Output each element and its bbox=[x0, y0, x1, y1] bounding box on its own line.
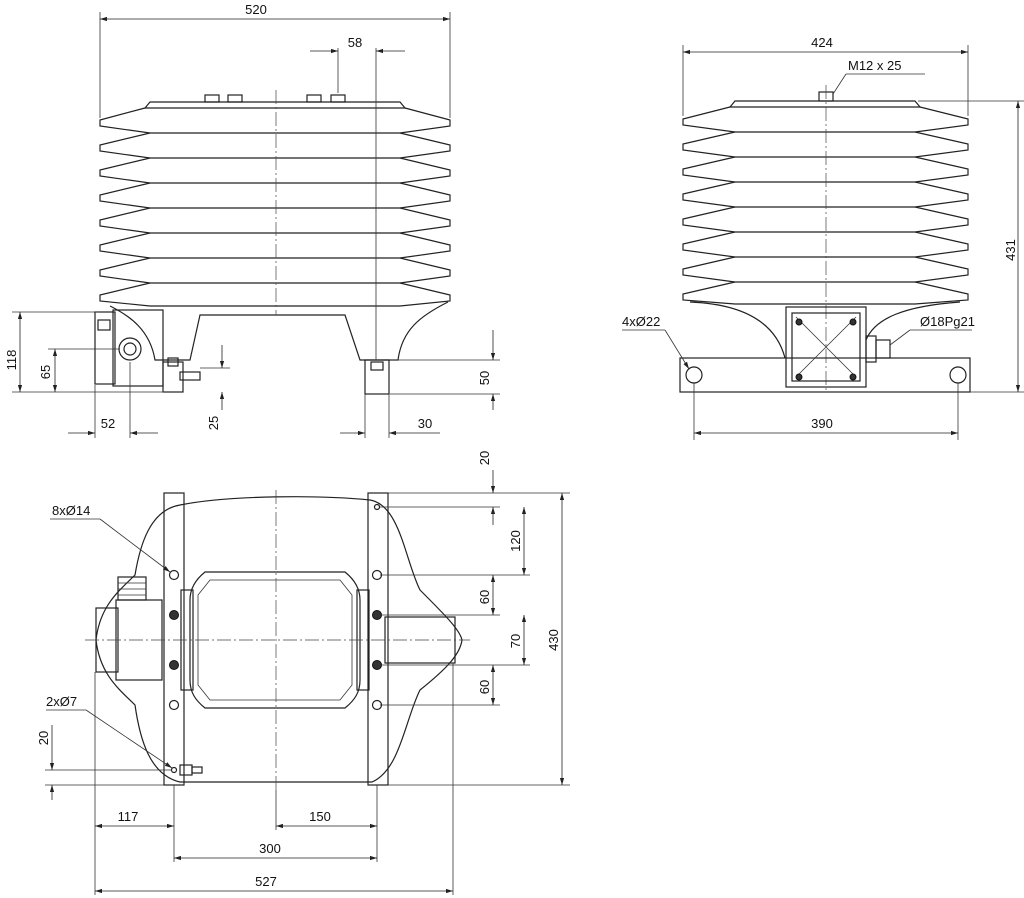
side-mounting-hole-left bbox=[685, 366, 703, 384]
side-height-431: 431 bbox=[1003, 239, 1018, 261]
side-cable-gland: Ø18Pg21 bbox=[920, 314, 975, 329]
top-depth-430: 430 bbox=[546, 629, 561, 651]
side-mounting-holes: 4xØ22 bbox=[622, 314, 660, 329]
front-height-25: 25 bbox=[206, 416, 221, 430]
front-offset-52: 52 bbox=[101, 416, 115, 431]
front-terminal-box bbox=[94, 309, 164, 387]
front-terminal-spacing-58: 58 bbox=[348, 35, 362, 50]
front-terminals bbox=[204, 94, 346, 103]
front-width-520: 520 bbox=[245, 2, 267, 17]
top-view: 8xØ14 2xØ7 20 120 60 70 60 430 bbox=[36, 451, 570, 895]
top-dim-150: 150 bbox=[309, 809, 331, 824]
top-dim-60-lower: 60 bbox=[477, 680, 492, 694]
top-bolt-holes: 8xØ14 bbox=[52, 503, 90, 518]
front-foot-width-30: 30 bbox=[418, 416, 432, 431]
top-dim-120: 120 bbox=[508, 530, 523, 552]
front-height-118: 118 bbox=[4, 350, 19, 371]
side-mounting-hole-right bbox=[949, 366, 967, 384]
side-width-424: 424 bbox=[811, 35, 833, 50]
top-offset-20: 20 bbox=[477, 451, 492, 465]
top-dim-70: 70 bbox=[508, 634, 523, 648]
side-sheds bbox=[682, 106, 969, 305]
side-hole-spacing-390: 390 bbox=[811, 416, 833, 431]
top-dim-300: 300 bbox=[259, 841, 281, 856]
side-terminal-thread: M12 x 25 bbox=[848, 58, 901, 73]
top-earth-holes: 2xØ7 bbox=[46, 694, 77, 709]
front-view: 520 58 118 65 52 25 50 bbox=[4, 2, 500, 438]
side-view: 424 M12 x 25 431 4xØ22 Ø18Pg21 390 bbox=[622, 35, 1024, 440]
front-height-65: 65 bbox=[38, 365, 53, 379]
top-dim-117: 117 bbox=[118, 809, 139, 824]
top-left-offset-20: 20 bbox=[36, 731, 51, 745]
front-sheds bbox=[99, 107, 451, 307]
top-dim-60-upper: 60 bbox=[477, 590, 492, 604]
top-dim-527: 527 bbox=[255, 874, 277, 889]
front-foot-height-50: 50 bbox=[477, 371, 492, 385]
top-right-rail bbox=[367, 492, 389, 786]
